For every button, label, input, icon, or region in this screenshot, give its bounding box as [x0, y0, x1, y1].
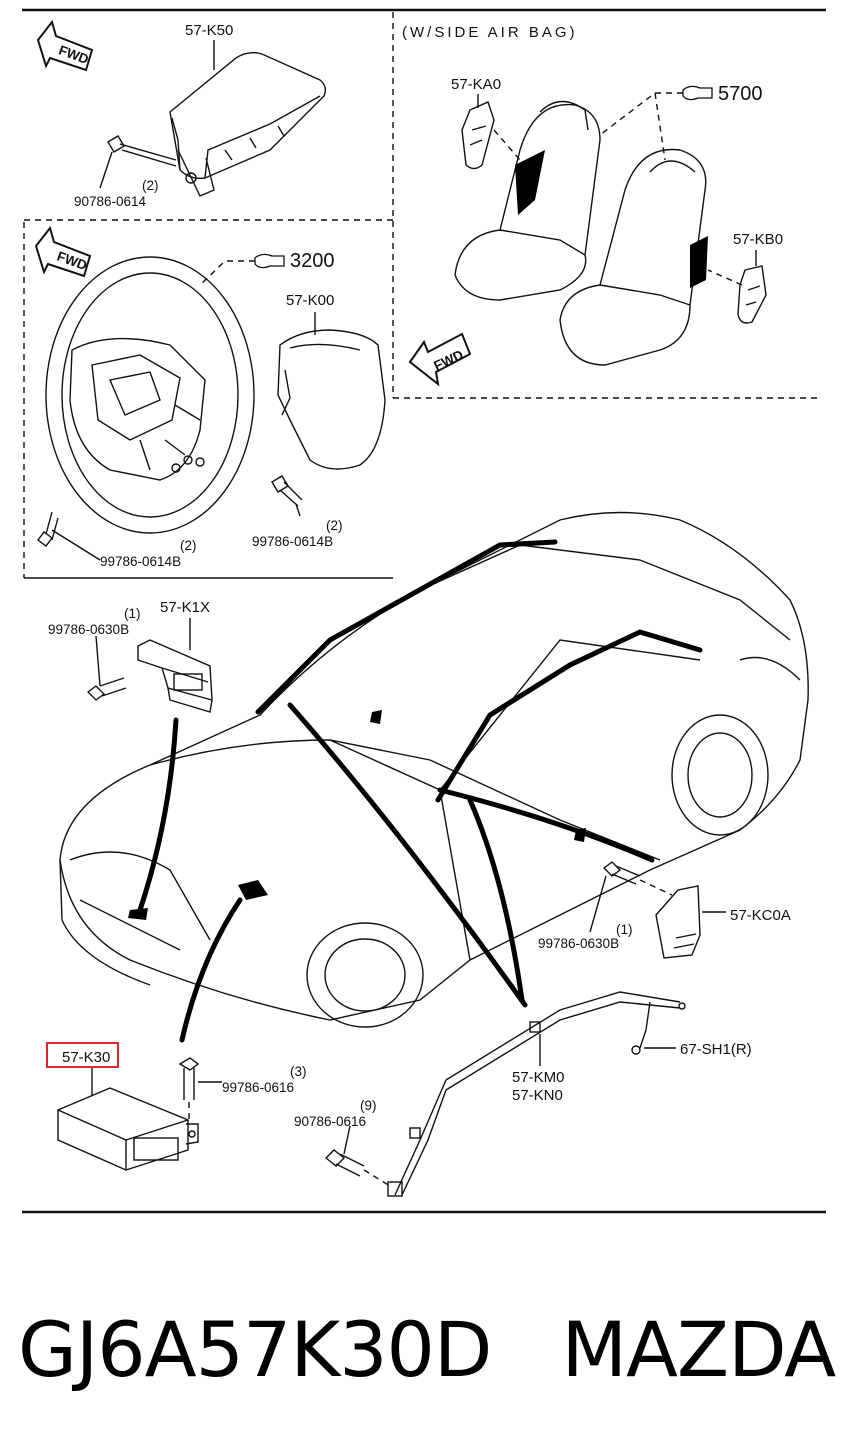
- bolt-99786-0630b-front: [86, 677, 127, 701]
- airbag-parts-diagram: FWD FWD FWD (W/SIDE AIR BAG) 57-K50 (2) …: [22, 8, 826, 1214]
- label-99786-0616: 99786-0616: [222, 1080, 294, 1095]
- label-qty-99786-0614b-airbag: (2): [326, 518, 343, 533]
- label-qty-99786-0630b-side: (1): [616, 922, 633, 937]
- front-crash-sensor-k1x: [137, 639, 213, 713]
- side-crash-sensor-kc0a: [655, 885, 701, 959]
- part-highlight-box: [46, 1042, 119, 1068]
- driver-airbag-k00: [277, 329, 386, 470]
- bolt-99786-0616: [178, 1057, 200, 1100]
- label-67-sh1-r: 67-SH1(R): [680, 1041, 752, 1058]
- label-qty-99786-0614b-wheel: (2): [180, 538, 197, 553]
- label-57-kc0a: 57-KC0A: [730, 907, 791, 924]
- fwd-arrow-3: FWD: [408, 332, 472, 387]
- fwd-arrow-2: FWD: [34, 225, 92, 278]
- label-qty-99786-0630b-front: (1): [124, 606, 141, 621]
- bolt-90786-0614: [107, 135, 177, 167]
- label-99786-0630b-side: 99786-0630B: [538, 936, 619, 951]
- label-57-k50: 57-K50: [185, 22, 233, 39]
- label-57-k00: 57-K00: [286, 292, 334, 309]
- label-57-kn0: 57-KN0: [512, 1087, 563, 1104]
- side-airbag-kb0: [737, 265, 767, 324]
- bolt-99786-0614b-wheel: [37, 511, 59, 547]
- bolt-99786-0630b-side: [602, 861, 641, 885]
- label-57-k30: 57-K30: [62, 1049, 110, 1066]
- label-qty-90786-0614: (2): [142, 178, 159, 193]
- label-57-ka0: 57-KA0: [451, 76, 501, 93]
- passenger-airbag-module: [169, 51, 327, 197]
- bolt-90786-0616: [324, 1149, 365, 1177]
- ref-3200-marker: 3200: [254, 250, 335, 272]
- label-57-k1x: 57-K1X: [160, 599, 210, 616]
- side-airbag-note: (W/SIDE AIR BAG): [402, 24, 578, 41]
- fwd-arrow-1: FWD: [36, 19, 94, 72]
- side-airbag-ka0: [461, 101, 495, 170]
- label-99786-0614b-airbag: 99786-0614B: [252, 534, 333, 549]
- label-qty-90786-0616: (9): [360, 1098, 377, 1113]
- label-qty-99786-0616: (3): [290, 1064, 307, 1079]
- label-57-km0: 57-KM0: [512, 1069, 565, 1086]
- part-caption: GJ6A57K30D MAZDA: [18, 1290, 858, 1410]
- steering-wheel: [45, 256, 255, 534]
- section-frame: [22, 8, 826, 1214]
- label-57-kb0: 57-KB0: [733, 231, 783, 248]
- brand-name: MAZDA: [561, 1305, 836, 1394]
- svg-text:5700: 5700: [718, 83, 763, 105]
- label-99786-0614b-wheel: 99786-0614B: [100, 554, 181, 569]
- svg-text:3200: 3200: [290, 250, 335, 272]
- label-90786-0614: 90786-0614: [74, 194, 147, 209]
- sas-control-module-k30: [57, 1087, 199, 1171]
- label-90786-0616: 90786-0616: [294, 1114, 366, 1129]
- front-seats: [454, 100, 708, 366]
- label-99786-0630b-front: 99786-0630B: [48, 622, 129, 637]
- part-number: GJ6A57K30D: [18, 1305, 492, 1394]
- bolt-99786-0614b-airbag: [271, 475, 303, 507]
- curtain-airbag-km0-kn0: [387, 991, 686, 1197]
- airbag-harness-lines: [128, 539, 703, 1043]
- ref-5700-marker: 5700: [682, 83, 763, 105]
